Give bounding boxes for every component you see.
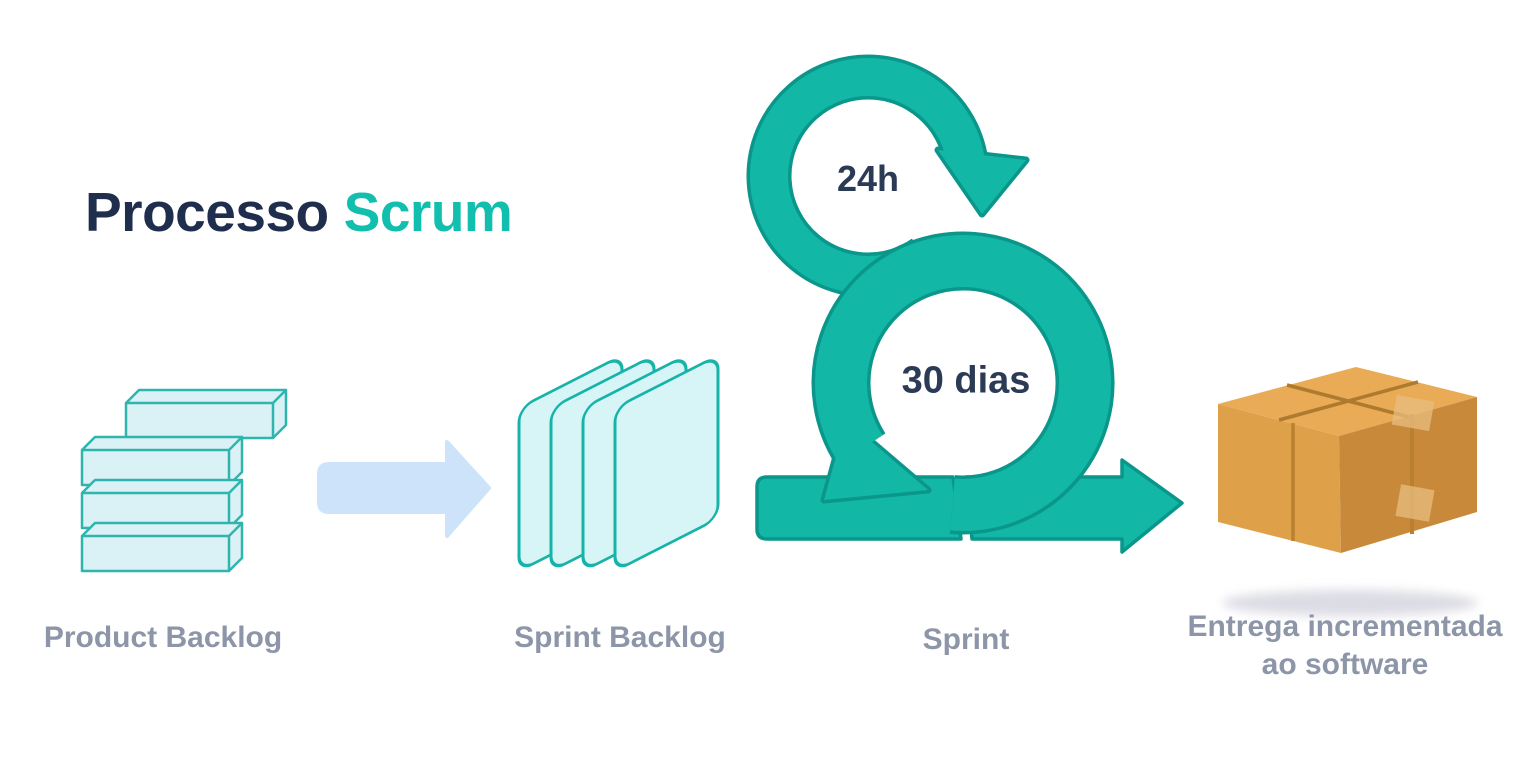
daily-loop-label: 24h: [836, 158, 900, 199]
title-highlight: Scrum: [343, 181, 513, 243]
product-backlog-label: Product Backlog: [43, 621, 283, 654]
stacked-cards-icon: [517, 359, 720, 568]
delivery-label-line1: Entrega incrementada: [1187, 610, 1503, 643]
double-loop-arrow-icon: [746, 54, 1184, 554]
sprint-label: Sprint: [922, 623, 1010, 656]
sprint-loop-label: 30 dias: [901, 359, 1031, 402]
delivery-label-line2: ao software: [1261, 648, 1429, 681]
brick-stack-icon: [80, 388, 288, 573]
sprint-backlog-label: Sprint Backlog: [514, 621, 726, 654]
title-prefix: Processo: [85, 181, 329, 243]
right-arrow-icon: [317, 440, 491, 538]
delivery-label: Entrega incrementada ao software: [1187, 608, 1502, 684]
package-box-icon: [1218, 367, 1478, 616]
